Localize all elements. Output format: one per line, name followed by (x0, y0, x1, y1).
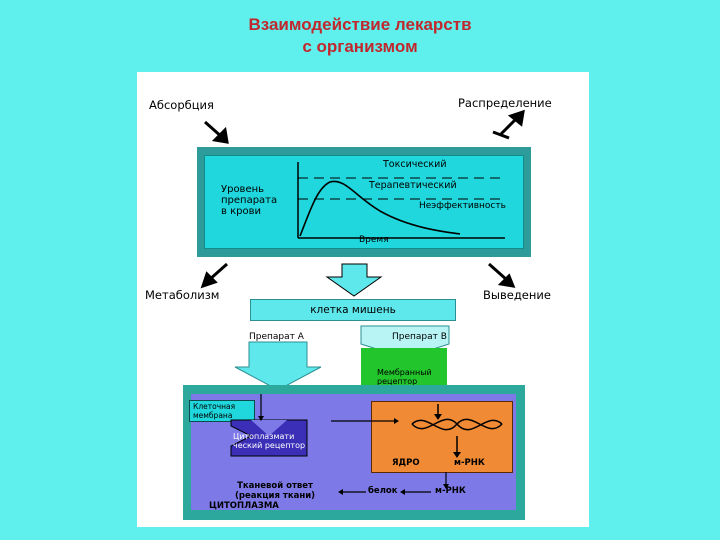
mrna-label-1: м-РНК (454, 458, 485, 468)
absorption-label: Абсорбция (149, 98, 214, 112)
nucleus: ЯДРО м-РНК (371, 401, 513, 473)
excretion-label: Выведение (483, 288, 551, 302)
target-cell-label: клетка мишень (250, 299, 456, 321)
tissue-response-line-2: (реакция ткани) (235, 491, 316, 501)
pk-curve-plot (297, 162, 505, 239)
membrane-receptor-line-1: Мембранный (377, 368, 432, 377)
membrane-receptor-line-2: рецептор (377, 377, 418, 386)
cytoplasmic-receptor-line-1: Цитоплазмати (233, 432, 295, 441)
title-line-1: Взаимодействие лекарств (248, 15, 472, 34)
cell-membrane-line-1: Клеточная (193, 402, 236, 411)
tissue-response-line-1: Тканевой ответ (237, 481, 313, 491)
ineffective-label: Неэффективность (419, 201, 506, 211)
title-line-2: с организмом (302, 37, 418, 56)
blood-level-graph: Уровень препарата в крови Токсический Те… (197, 147, 531, 257)
cell: Клеточная мембрана Цитоплазмати ческий р… (183, 385, 525, 520)
mrna-label-2: м-РНК (435, 486, 466, 496)
graph-area: Уровень препарата в крови Токсический Те… (204, 155, 524, 249)
protein-label: белок (368, 486, 398, 496)
cell-membrane-label: Клеточная мембрана (189, 400, 255, 422)
tissue-response-label: Тканевой ответ (реакция ткани) (235, 481, 315, 501)
metabolism-label: Метаболизм (145, 288, 220, 302)
therapeutic-label: Терапевтический (369, 180, 457, 191)
concentration-curve (299, 180, 461, 237)
ylabel-line-2: препарата (221, 195, 278, 206)
cell-membrane-line-2: мембрана (193, 411, 233, 420)
excretion-arrow (488, 262, 508, 282)
ylabel-line-3: в крови (221, 206, 261, 217)
time-label: Время (359, 235, 389, 245)
cytoplasmic-receptor-line-2: ческий рецептор (233, 441, 306, 450)
ylabel-line-1: Уровень (221, 184, 265, 195)
toxic-label: Токсический (383, 159, 447, 170)
slide-title: Взаимодействие лекарств с организмом (0, 14, 720, 58)
cytoplasm-arrows (258, 394, 449, 495)
cytoplasmic-receptor-label: Цитоплазмати ческий рецептор (233, 432, 305, 450)
nucleus-label: ЯДРО (392, 458, 420, 468)
cytoplasm-label: ЦИТОПЛАЗМА (209, 501, 279, 511)
graph-ylabel: Уровень препарата в крови (221, 184, 277, 217)
cytoplasm-area: Клеточная мембрана Цитоплазмати ческий р… (189, 394, 516, 511)
drug-a-label: Препарат А (249, 332, 304, 342)
cytoplasmic-receptor (230, 419, 308, 457)
down-arrow-to-target (325, 263, 383, 297)
diagram-panel: Абсорбция Распределение Метаболизм Вывед… (137, 72, 589, 527)
drug-a-arrow (234, 341, 322, 391)
distribution-label: Распределение (458, 96, 552, 110)
dna-helix (411, 404, 503, 458)
drug-b-label: Препарат В (392, 332, 447, 342)
